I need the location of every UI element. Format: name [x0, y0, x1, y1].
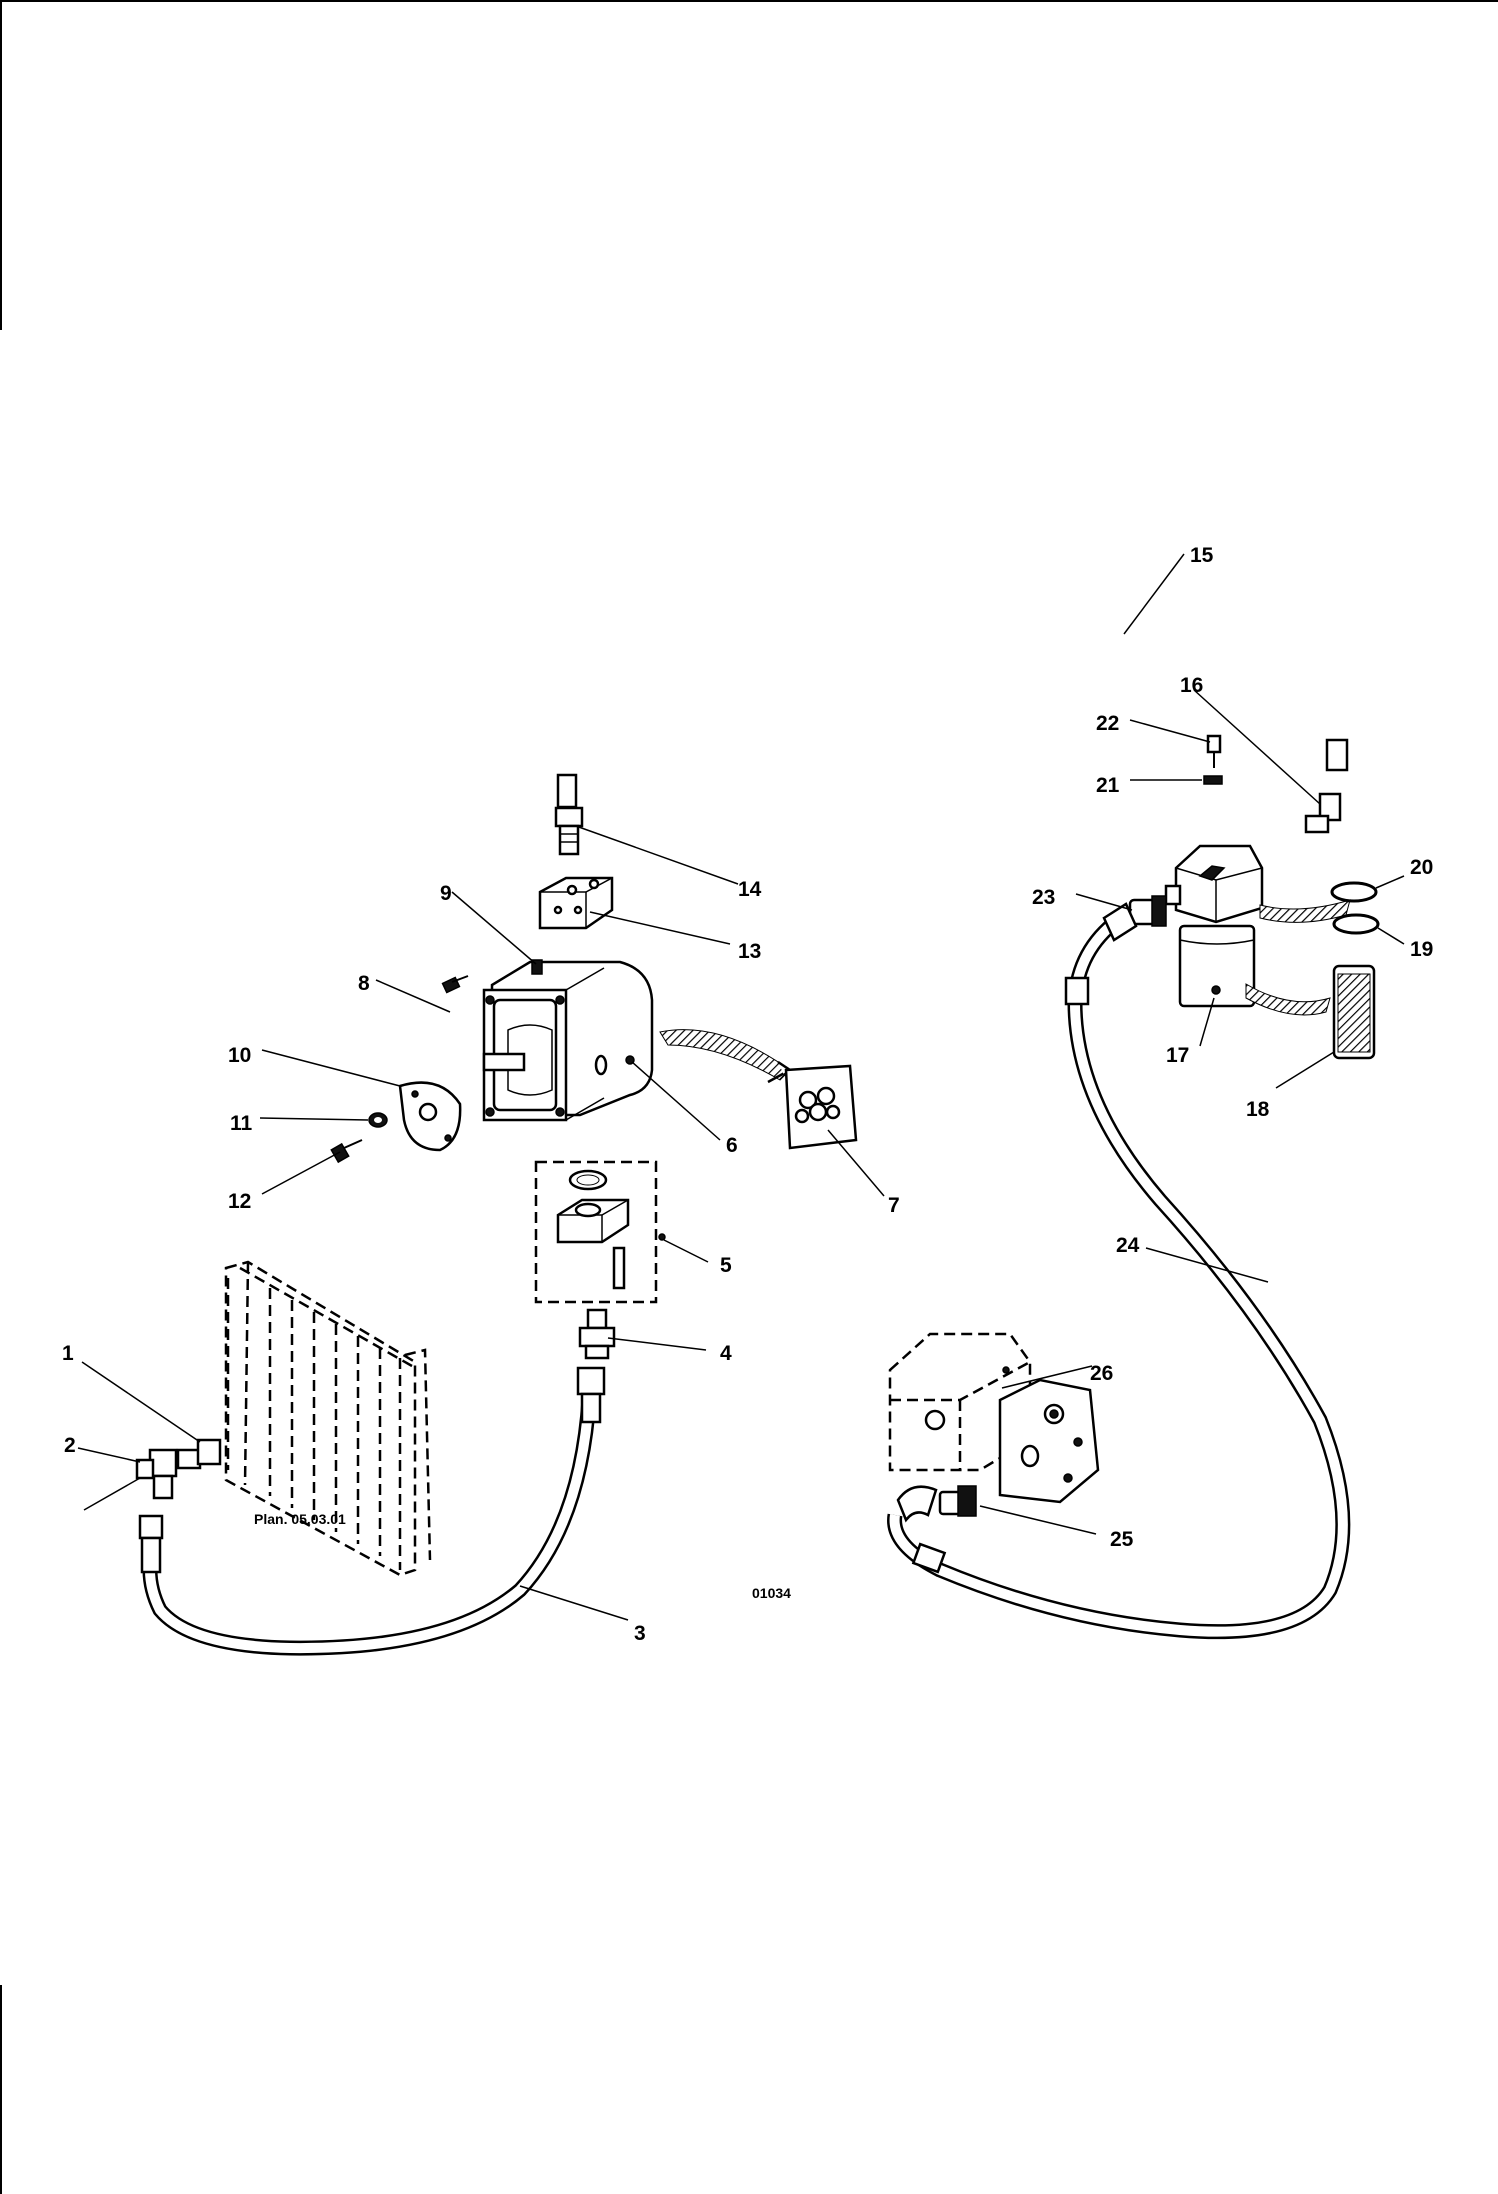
callout-24: 24: [1116, 1234, 1140, 1257]
callout-15: 15: [1190, 544, 1214, 567]
connection-kit-5: [534, 1160, 666, 1304]
manifold-block-13: [538, 876, 614, 930]
washer-21: [1203, 775, 1223, 785]
seal-ring-19: [1332, 913, 1380, 935]
callout-14: 14: [738, 878, 762, 901]
flange-plate-10: [398, 1081, 462, 1152]
callout-16: 16: [1180, 674, 1203, 697]
screw-8: [441, 975, 469, 994]
callout-23: 23: [1032, 886, 1055, 909]
fitting-23: [1128, 895, 1167, 927]
callout-2: 2: [64, 1434, 76, 1457]
callout-12: 12: [228, 1190, 251, 1213]
elbow-fitting-1: [176, 1438, 222, 1470]
bolt-22: [1206, 734, 1222, 768]
hose-15: [556, 625, 1349, 809]
nut-9: [531, 959, 543, 975]
callout-19: 19: [1410, 938, 1433, 961]
bolt-12: [330, 1139, 363, 1164]
callout-9: 9: [440, 882, 452, 905]
seal-kit-7: [659, 1029, 858, 1150]
callout-labels: 1 2 3 4 5 6 7 8 9 10 11 12 13 14 15 16 1…: [62, 544, 1433, 1645]
callout-8: 8: [358, 972, 370, 995]
callout-11: 11: [230, 1112, 253, 1135]
oil-cooler: [224, 1260, 432, 1577]
elbow-fitting-16: [1304, 792, 1342, 834]
callout-20: 20: [1410, 856, 1433, 879]
callout-13: 13: [738, 940, 761, 963]
fitting-14: [554, 806, 584, 856]
figure-id: 01034: [752, 1585, 791, 1601]
callout-7: 7: [888, 1194, 900, 1217]
reference-note: Plan. 05.03.01: [254, 1511, 346, 1527]
callout-6: 6: [726, 1134, 738, 1157]
callout-18: 18: [1246, 1098, 1270, 1121]
hose-24: [887, 902, 1351, 1640]
filter-element-18: [1332, 964, 1376, 1060]
hydraulic-unit-26: [888, 1332, 1100, 1504]
elbow-fitting-2: [135, 1448, 178, 1500]
callout-1: 1: [62, 1342, 74, 1365]
callout-25: 25: [1110, 1528, 1134, 1551]
fitting-25: [938, 1485, 977, 1517]
callout-21: 21: [1096, 774, 1120, 797]
gear-pump-6: [482, 960, 654, 1122]
callout-4: 4: [720, 1342, 732, 1365]
callout-10: 10: [228, 1044, 251, 1067]
washer-11: [368, 1112, 388, 1128]
hose-3: [138, 1366, 606, 1656]
seal-ring-20: [1330, 881, 1378, 903]
callout-26: 26: [1090, 1362, 1113, 1385]
callout-17: 17: [1166, 1044, 1189, 1067]
callout-5: 5: [720, 1254, 732, 1277]
fitting-4: [578, 1308, 616, 1360]
callout-22: 22: [1096, 712, 1119, 735]
callout-3: 3: [634, 1622, 646, 1645]
leader-lines: [77, 553, 1405, 1621]
filter-housing-17: [1164, 844, 1351, 1016]
